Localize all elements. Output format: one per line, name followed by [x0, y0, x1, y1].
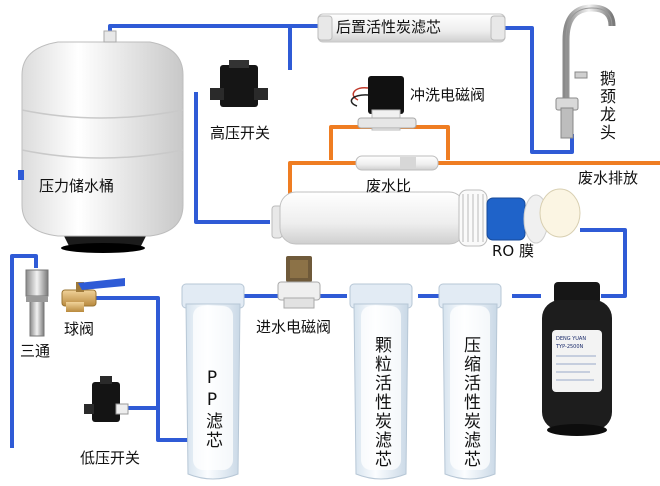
label-high-pressure-switch: 高压开关 — [210, 124, 271, 142]
pipe-flush-bypass — [329, 125, 450, 160]
booster-pump: DENG YUAN TYP-2500N — [542, 282, 612, 436]
pipe-postcarbon-to-faucet — [505, 26, 574, 154]
pipe-pump-to-ro — [580, 228, 627, 298]
label-compressed-carbon: 压缩活性炭滤芯 — [460, 336, 480, 469]
gooseneck-faucet — [555, 4, 616, 139]
label-flush-solenoid: 冲洗电磁阀 — [410, 86, 486, 104]
label-waste-drain: 废水排放 — [578, 169, 639, 187]
pipe-tee-to-ballvalve — [10, 254, 38, 448]
blue-pipes — [10, 24, 627, 448]
high-pressure-switch — [210, 60, 268, 107]
inlet-solenoid-valve — [277, 256, 321, 309]
pipe-tank-to-postcarbon — [108, 24, 318, 36]
label-post-carbon: 后置活性炭滤芯 — [336, 18, 442, 36]
label-pp-filter: PP滤芯 — [202, 368, 222, 450]
compressed-carbon-housing — [438, 283, 502, 480]
pressure-tank — [18, 30, 184, 253]
label-tee: 三通 — [20, 342, 51, 360]
tee-fitting — [25, 269, 49, 337]
label-low-pressure-switch: 低压开关 — [80, 449, 141, 467]
post-carbon-filter — [317, 13, 506, 43]
pipe-drain — [288, 161, 660, 200]
waste-ratio-valve — [355, 155, 439, 171]
flush-solenoid-valve — [350, 76, 417, 131]
label-granular-carbon: 颗粒活性炭滤芯 — [371, 336, 391, 469]
ro-membrane — [271, 188, 581, 247]
label-ro-membrane: RO 膜 — [492, 242, 534, 260]
pipe-highswitch-to-ro — [194, 92, 270, 224]
label-faucet: 鹅颈龙头 — [597, 70, 616, 142]
pp-filter-housing — [181, 283, 245, 480]
pump-model-text: TYP-2500N — [555, 344, 584, 350]
low-pressure-switch — [84, 376, 129, 422]
granular-carbon-housing — [349, 283, 413, 480]
label-ball-valve: 球阀 — [64, 320, 95, 338]
label-inlet-solenoid: 进水电磁阀 — [256, 318, 332, 336]
pump-brand-text: DENG YUAN — [556, 336, 586, 342]
label-pressure-tank: 压力储水桶 — [39, 177, 115, 195]
ball-valve — [61, 278, 125, 312]
label-waste-ratio: 废水比 — [366, 177, 412, 195]
